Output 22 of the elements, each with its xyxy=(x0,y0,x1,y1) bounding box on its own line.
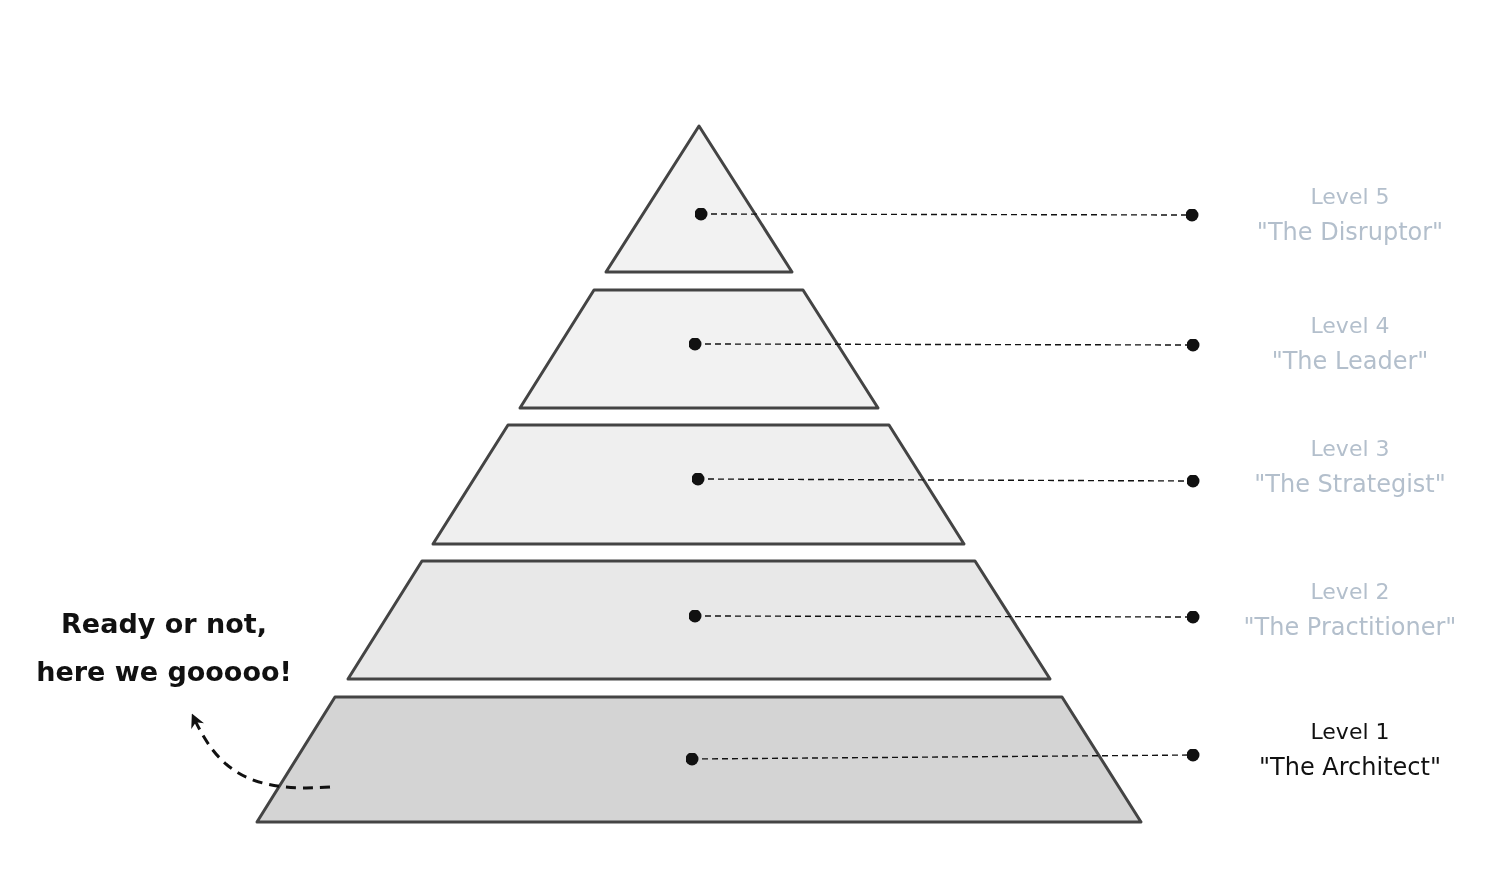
level-number: Level 4 xyxy=(1310,312,1390,340)
dotted-leader-line xyxy=(691,472,1200,488)
level-number: Level 2 xyxy=(1310,578,1390,606)
pyramid-tier xyxy=(520,290,878,408)
dotted-leader-line xyxy=(685,748,1200,766)
level-title: "The Practitioner" xyxy=(1243,612,1457,643)
level-title: "The Disruptor" xyxy=(1256,217,1444,248)
level-number: Level 1 xyxy=(1310,718,1390,746)
dotted-leader-line xyxy=(688,609,1200,624)
handwritten-note: Ready or not, here we gooooo! xyxy=(36,607,292,689)
level-title: "The Leader" xyxy=(1271,346,1429,377)
level-number: Level 5 xyxy=(1310,183,1390,211)
pyramid-tier-triangle xyxy=(606,126,792,272)
pyramid-tier xyxy=(433,425,964,544)
level-title: "The Strategist" xyxy=(1254,469,1446,500)
level-number: Level 3 xyxy=(1310,435,1390,463)
pyramid-tier xyxy=(257,697,1141,822)
level-title: "The Architect" xyxy=(1259,752,1441,783)
dotted-leader-line xyxy=(688,337,1200,352)
pyramid-tier xyxy=(348,561,1050,679)
curved-arrow xyxy=(191,713,331,790)
dotted-leader-line xyxy=(694,207,1199,222)
